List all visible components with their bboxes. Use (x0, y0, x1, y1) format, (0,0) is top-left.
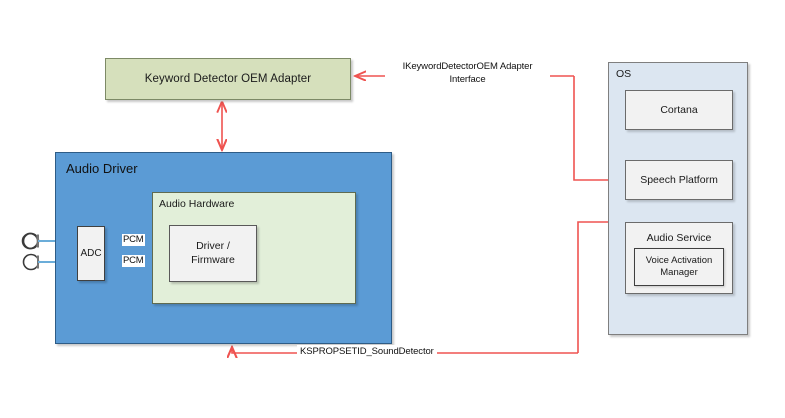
speech-platform-block[interactable]: Speech Platform (625, 160, 733, 200)
keyword-detector-interface-label-line1: IKeywordDetectorOEM Adapter (402, 61, 533, 72)
keyword-detector-interface-label: IKeywordDetectorOEM Adapter Interface (385, 60, 550, 86)
microphone-icon-1 (21, 232, 40, 250)
audio-service-label: Audio Service (646, 232, 712, 244)
keyword-detector-interface-label-line2: Interface (449, 74, 486, 85)
driver-firmware-label-line1: Driver / (196, 239, 230, 252)
microphone-icon-2 (22, 253, 40, 271)
pcm-label-top: PCM (122, 234, 145, 246)
os-label: OS (616, 68, 632, 80)
keyword-detector-oem-adapter-block[interactable]: Keyword Detector OEM Adapter (105, 58, 351, 100)
audio-driver-label: Audio Driver (66, 161, 138, 176)
speech-platform-label: Speech Platform (640, 174, 718, 186)
adc-block[interactable]: ADC (77, 226, 105, 281)
adc-label: ADC (80, 248, 102, 259)
driver-firmware-label-line2: Firmware (191, 253, 235, 266)
keyword-detector-oem-adapter-label: Keyword Detector OEM Adapter (144, 73, 312, 85)
cortana-label: Cortana (660, 104, 698, 116)
voice-activation-manager-label-line1: Voice Activation (645, 254, 713, 266)
voice-activation-manager-label-line2: Manager (660, 267, 698, 278)
driver-firmware-block[interactable]: Driver / Firmware (169, 225, 257, 282)
pcm-label-bottom: PCM (122, 255, 145, 267)
audio-hardware-label: Audio Hardware (159, 198, 235, 210)
sound-detector-label: KSPROPSETID_SoundDetector (297, 345, 437, 358)
voice-activation-manager-block[interactable]: Voice Activation Manager (634, 248, 724, 286)
cortana-block[interactable]: Cortana (625, 90, 733, 130)
